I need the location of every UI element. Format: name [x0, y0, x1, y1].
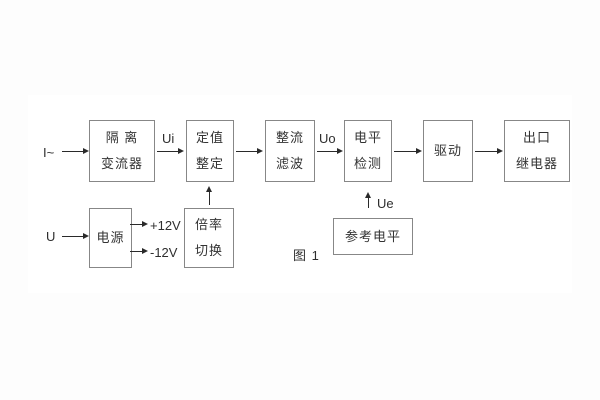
- arrow-voltage-to-power: [62, 233, 89, 240]
- block-level-detection: 电平 检测: [344, 120, 392, 182]
- signal-ui-label: Ui: [162, 131, 175, 146]
- arrow-rectifier-to-level: [317, 148, 343, 155]
- signal-uo-label: Uo: [319, 131, 336, 146]
- block-output-line2: 继电器: [515, 156, 558, 171]
- arrow-ratio-to-setting: [206, 186, 213, 205]
- block-rectifier-line2: 滤波: [275, 156, 304, 171]
- block-rectifier-filter: 整流 滤波: [265, 120, 315, 182]
- signal-ue-label: Ue: [377, 196, 394, 211]
- arrow-setting-to-rectifier: [236, 148, 263, 155]
- block-ratio-switch: 倍率 切换: [184, 208, 234, 268]
- block-ratio-line1: 倍率: [194, 217, 223, 232]
- signal-minus12-label: -12V: [150, 245, 178, 260]
- input-current-label: I~: [43, 145, 55, 160]
- block-level-line2: 检测: [353, 156, 382, 171]
- arrow-current-to-isolation: [62, 148, 89, 155]
- block-drive: 驱动: [423, 120, 473, 182]
- block-reference-line1: 参考电平: [344, 228, 401, 244]
- block-drive-line1: 驱动: [433, 143, 462, 158]
- block-output-line1: 出口: [522, 130, 551, 145]
- input-voltage-label: U: [46, 229, 56, 244]
- arrow-power-minus12: [130, 248, 148, 255]
- block-ratio-line2: 切换: [194, 243, 223, 258]
- arrow-isolation-to-setting: [157, 148, 184, 155]
- block-setting-adjustment: 定值 整定: [186, 120, 234, 182]
- arrow-power-plus12: [130, 221, 148, 228]
- arrow-level-to-drive: [394, 148, 422, 155]
- block-reference-level: 参考电平: [333, 218, 413, 255]
- arrow-drive-to-output: [475, 148, 503, 155]
- block-setting-line1: 定值: [195, 130, 224, 145]
- block-setting-line2: 整定: [195, 156, 224, 171]
- block-rectifier-line1: 整流: [275, 130, 304, 145]
- block-level-line1: 电平: [353, 130, 382, 145]
- block-power-line1: 电源: [96, 230, 125, 245]
- arrow-reference-to-level: [365, 192, 372, 208]
- block-isolation-line2: 变流器: [100, 156, 143, 171]
- signal-plus12-label: +12V: [150, 218, 181, 233]
- block-isolation-line1: 隔 离: [105, 130, 139, 145]
- block-power-supply: 电源: [89, 208, 132, 268]
- figure-caption: 图 1: [293, 248, 320, 263]
- block-isolation-transformer: 隔 离 变流器: [89, 120, 155, 182]
- block-output-relay: 出口 继电器: [504, 120, 570, 182]
